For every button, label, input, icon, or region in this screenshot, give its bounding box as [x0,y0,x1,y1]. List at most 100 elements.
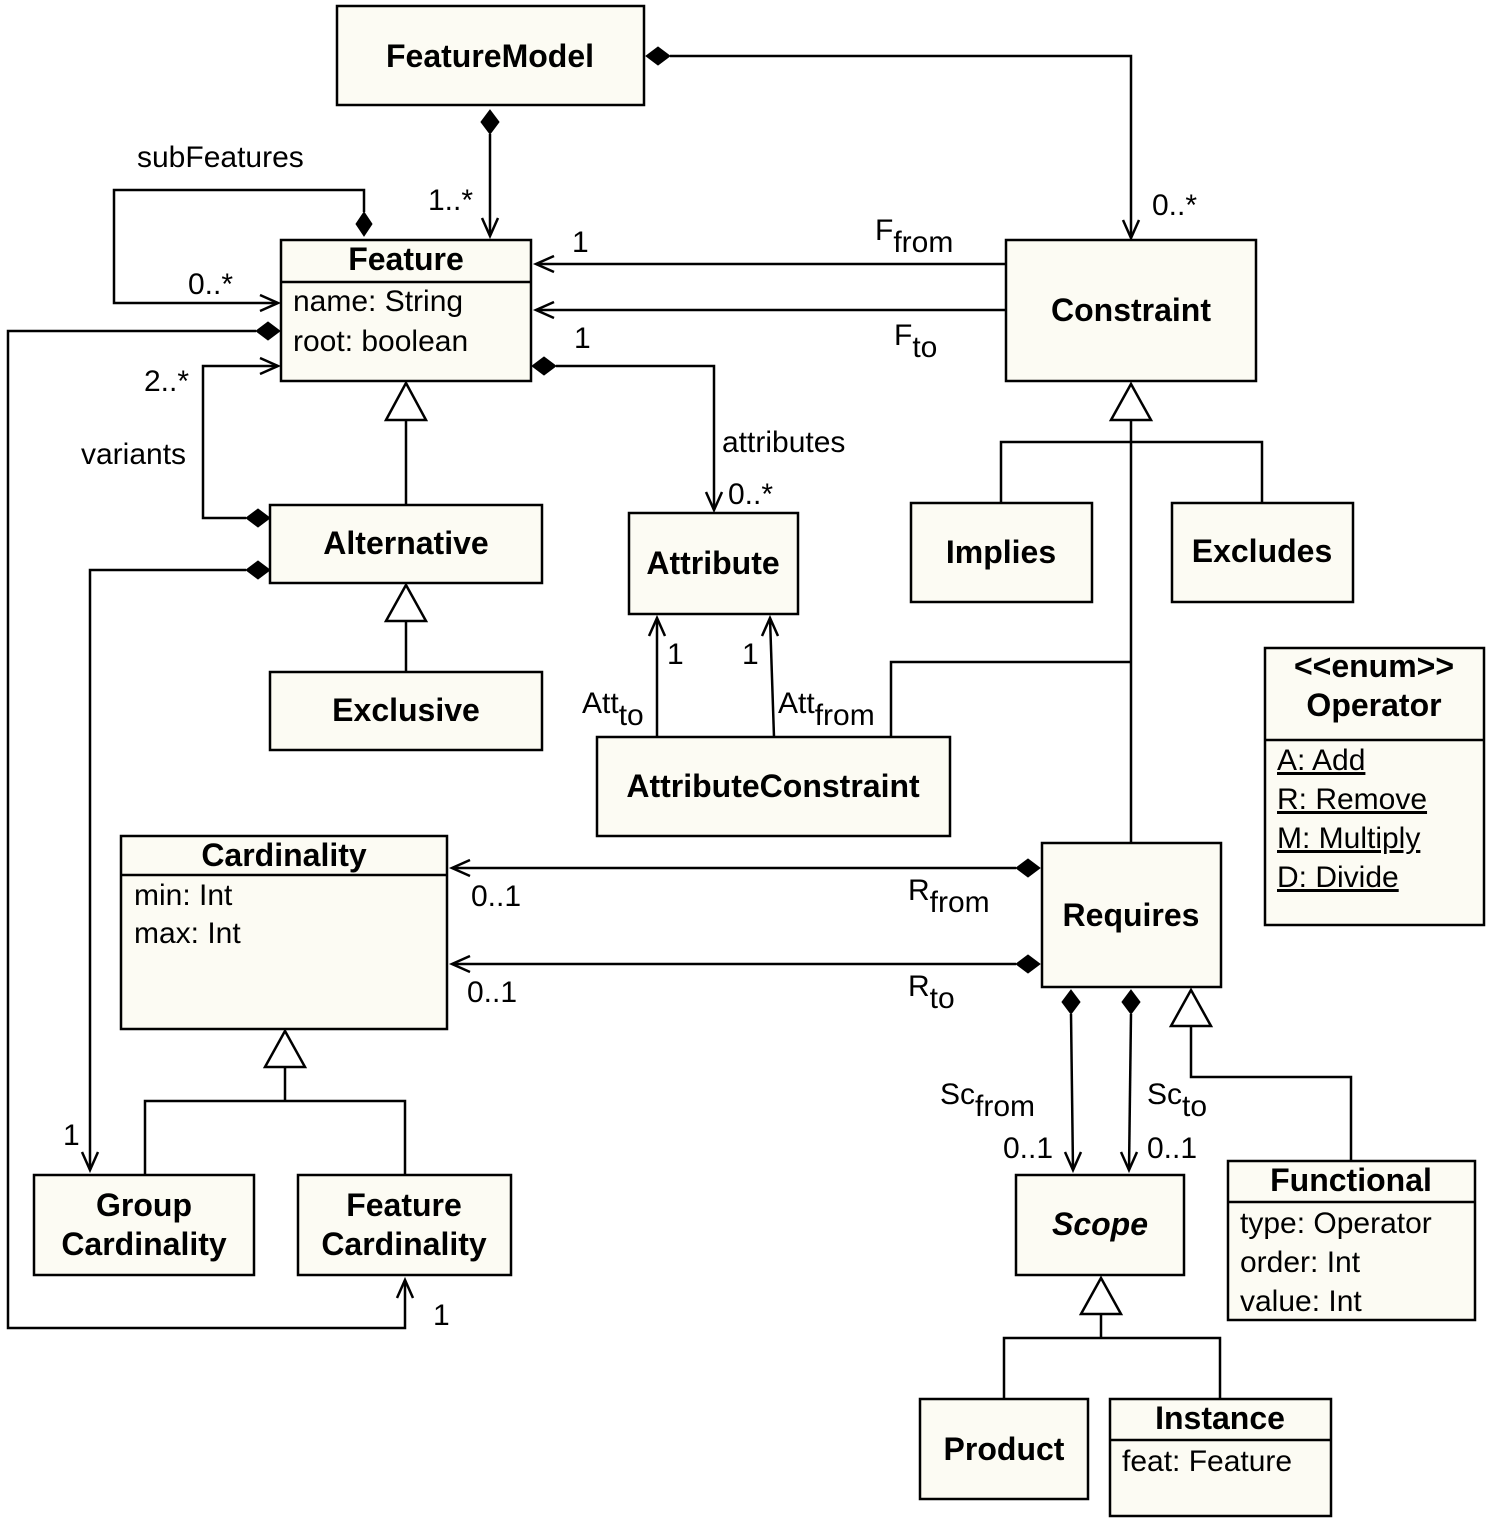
label-r-from: Rfrom [908,874,990,919]
label-attributes: attributes [722,426,845,459]
cardinality-attr-min: min: Int [134,879,233,912]
class-requires[interactable]: Requires [1040,841,1223,989]
class-cardinality[interactable]: Cardinality min: Int max: Int [119,834,449,1031]
feature-attr-name: name: String [293,285,463,318]
mult-att-to: 1 [667,638,684,671]
class-excludes[interactable]: Excludes [1170,501,1355,604]
class-product[interactable]: Product [918,1397,1090,1501]
class-constraint[interactable]: Constraint [1004,238,1258,383]
feature-card-diamond [255,321,281,341]
subfeatures-diamond [355,211,373,237]
class-instance[interactable]: Instance feat: Feature [1108,1397,1333,1518]
label-f-to: Fto [894,319,937,364]
operator-name: Operator [1306,687,1441,723]
requires-name: Requires [1063,897,1200,933]
class-implies[interactable]: Implies [909,501,1094,604]
feature-model-name: FeatureModel [386,38,594,74]
attribute-constraint-name: AttributeConstraint [626,768,920,804]
group-cardinality-name-1: Group [96,1187,192,1223]
class-functional[interactable]: Functional type: Operator order: Int val… [1226,1159,1477,1322]
group-cardinality-name-2: Cardinality [61,1226,227,1262]
group-card-diamond [245,560,271,580]
cardinality-name: Cardinality [201,837,367,873]
exclusive-gen-triangle [383,582,429,623]
fm-feature-diamond [480,109,500,135]
functional-gen-triangle [1168,987,1214,1028]
feature-card-line [6,329,407,1330]
mult-attributes: 0..* [728,478,773,511]
operator-literal-multiply: M: Multiply [1277,822,1420,855]
group-card-line [88,568,246,1170]
operator-literal-divide: D: Divide [1277,861,1399,894]
label-sc-from: Scfrom [940,1078,1035,1123]
sc-from-line [1069,1013,1075,1171]
feature-cardinality-name-1: Feature [346,1187,462,1223]
attribute-name: Attribute [646,545,779,581]
functional-name: Functional [1270,1162,1432,1198]
class-exclusive[interactable]: Exclusive [268,670,544,752]
r-from-diamond [1015,858,1041,878]
scope-gen-triangle [1078,1275,1124,1316]
mult-f-from: 1 [572,226,589,259]
att-from-line [768,617,776,738]
mult-feature-card: 1 [433,1299,450,1332]
class-feature-model[interactable]: FeatureModel [335,4,646,107]
enum-operator[interactable]: <<enum>> Operator A: Add R: Remove M: Mu… [1263,646,1486,927]
class-attribute-constraint[interactable]: AttributeConstraint [595,735,952,838]
instance-name: Instance [1155,1400,1285,1436]
mult-f-to: 1 [574,322,591,355]
cardinality-gen-branch [143,1099,407,1174]
class-feature[interactable]: Feature name: String root: boolean [279,238,533,383]
excludes-name: Excludes [1192,533,1333,569]
label-f-from: Ffrom [875,214,953,259]
mult-sc-from: 0..1 [1003,1132,1053,1165]
label-subfeatures: subFeatures [137,141,304,174]
cardinality-gen-triangle [262,1028,308,1069]
feature-cardinality-name-2: Cardinality [321,1226,487,1262]
subfeatures-line [112,188,366,305]
scope-gen-branch [1002,1336,1222,1399]
label-sc-to: Scto [1147,1078,1207,1123]
variants-line [201,364,278,520]
mult-fm-constraint: 0..* [1152,189,1197,222]
mult-fm-feature: 1..* [428,184,473,217]
class-feature-cardinality[interactable]: Feature Cardinality [296,1173,513,1277]
functional-attr-order: order: Int [1240,1246,1361,1279]
constraint-gen-triangle [1108,381,1154,422]
implies-name: Implies [946,534,1056,570]
label-variants: variants [81,438,186,471]
mult-r-from: 0..1 [471,880,521,913]
attr-constraint-branch [889,660,1131,737]
class-scope[interactable]: Scope [1014,1173,1186,1277]
connectors [6,46,1353,1399]
mult-r-to: 0..1 [467,976,517,1009]
label-att-to: Attto [582,687,644,732]
sc-to-line [1127,1013,1133,1171]
variants-diamond [245,508,271,528]
mult-variants: 2..* [144,365,189,398]
operator-literal-add: A: Add [1277,744,1365,777]
feature-attr-root: root: boolean [293,325,468,358]
alternative-name: Alternative [323,525,488,561]
cardinality-attr-max: max: Int [134,917,241,950]
functional-gen-line [1189,1026,1353,1161]
class-attribute[interactable]: Attribute [627,511,800,616]
attributes-line [556,364,716,510]
sc-from-diamond [1061,989,1081,1015]
label-r-to: Rto [908,970,955,1015]
constraint-name: Constraint [1051,292,1211,328]
functional-attr-type: type: Operator [1240,1207,1432,1240]
exclusive-name: Exclusive [332,692,480,728]
class-alternative[interactable]: Alternative [268,503,544,585]
sc-to-diamond [1121,989,1141,1015]
functional-attr-value: value: Int [1240,1285,1362,1318]
attributes-diamond [531,356,557,376]
instance-attr-feat: feat: Feature [1122,1445,1292,1478]
feature-name: Feature [348,241,464,277]
mult-sc-to: 0..1 [1147,1132,1197,1165]
fm-constraint-diamond [645,46,671,66]
operator-stereotype: <<enum>> [1294,648,1454,684]
alternative-gen-triangle [383,380,429,422]
class-group-cardinality[interactable]: Group Cardinality [32,1173,256,1277]
